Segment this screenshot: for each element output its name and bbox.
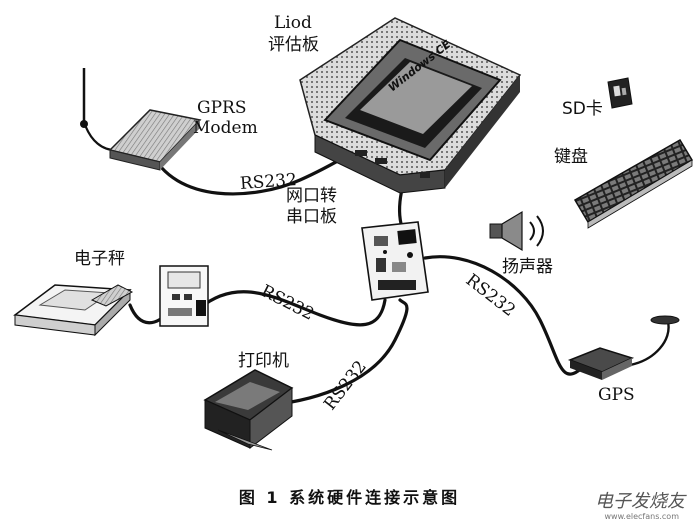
sound-wave-small [529, 221, 535, 241]
rs232-gprs-label: RS232 [239, 170, 298, 194]
sd-card-device [607, 77, 633, 109]
watermark-url: www.elecfans.com [604, 512, 680, 521]
liod-board-label: Liod 评估板 [268, 12, 319, 56]
keyboard-device [573, 138, 694, 229]
net-serial-board-label-line1: 网口转 [286, 186, 337, 206]
figure-caption: 图 1 系统硬件连接示意图 [238, 488, 461, 507]
net-serial-board-label-line2: 串口板 [286, 207, 337, 227]
cable-adapter-to-gps [423, 255, 587, 376]
cable-scale-to-adapter [198, 290, 387, 327]
liod-board-label-line2: 评估板 [268, 35, 319, 55]
net-serial-board-label: 网口转 串口板 [286, 186, 337, 228]
gprs-modem-label-line2: Modem [193, 118, 258, 138]
gps-label: GPS [598, 385, 635, 405]
keyboard-label: 键盘 [554, 147, 588, 167]
gprs-modem-label: GPRS Modem [193, 98, 258, 138]
speaker-label: 扬声器 [502, 257, 553, 277]
scale-label: 电子秤 [74, 249, 125, 269]
net-serial-board-device [361, 221, 429, 301]
gprs-modem-device [80, 68, 202, 171]
gps-device [567, 315, 680, 380]
watermark-logo-text: 电子发烧友 [595, 491, 685, 512]
gps-antenna [650, 315, 680, 325]
cable-gps-antenna [628, 320, 670, 367]
gprs-modem-label-line1: GPRS [197, 98, 247, 118]
sound-wave-large [536, 215, 544, 247]
liod-board-device [299, 17, 522, 194]
printer-device [203, 369, 294, 451]
liod-board-label-line1: Liod [274, 13, 312, 33]
speaker-device [489, 210, 544, 252]
electronic-scale-device [13, 265, 209, 337]
sd-card-label: SD卡 [562, 99, 603, 119]
cable-printer-to-adapter [268, 298, 409, 407]
printer-label: 打印机 [238, 351, 289, 371]
